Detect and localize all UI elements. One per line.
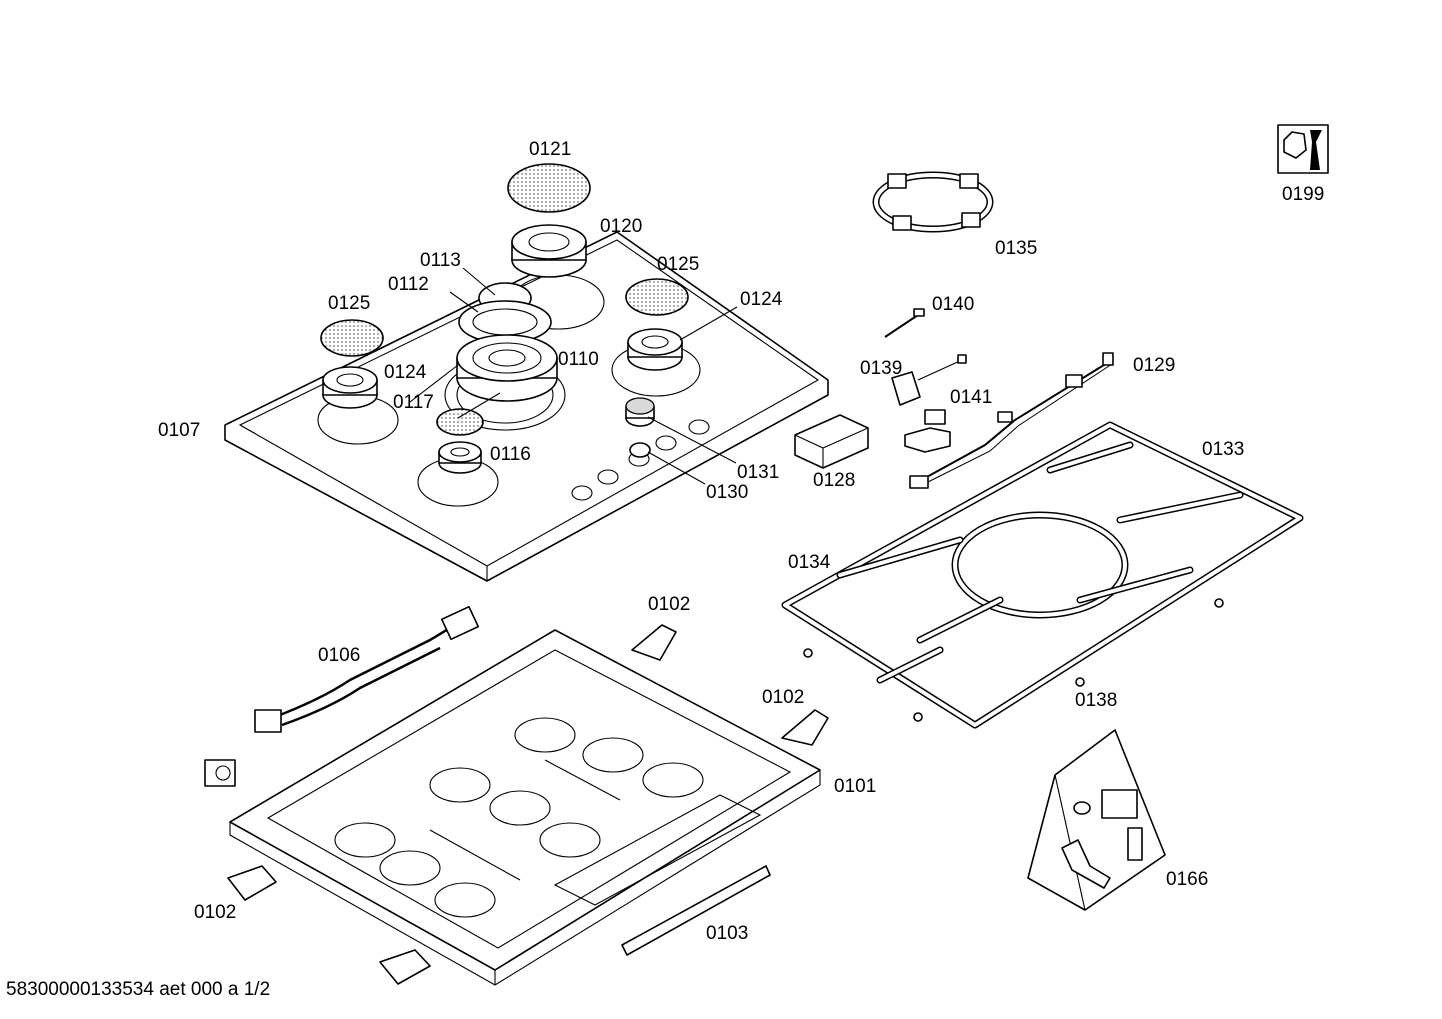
label-0112: 0112: [388, 274, 429, 295]
label-0133: 0133: [1202, 439, 1244, 460]
label-0121: 0121: [529, 139, 571, 160]
label-0103: 0103: [706, 923, 748, 944]
label-0129: 0129: [1133, 355, 1175, 376]
hob-top-plate: [224, 231, 829, 582]
label-0102-top: 0102: [648, 594, 690, 615]
label-0106: 0106: [318, 645, 360, 666]
burner-cap-small: [436, 408, 484, 436]
burner-cap-right: [625, 278, 689, 316]
rubber-feet: [803, 598, 1224, 722]
cable-clamp: [204, 759, 236, 787]
label-0140: 0140: [932, 294, 974, 315]
label-0139: 0139: [860, 358, 902, 379]
label-0110: 0110: [558, 349, 599, 370]
label-0130: 0130: [706, 482, 748, 503]
control-module: [794, 414, 869, 469]
burner-wok: [456, 300, 558, 402]
label-0124-right: 0124: [740, 289, 783, 310]
burner-large: [511, 224, 587, 278]
wok-ring: [872, 171, 994, 233]
seal-strip: [621, 865, 771, 956]
label-0138: 0138: [1075, 690, 1117, 711]
burner-right: [627, 328, 683, 371]
label-0107: 0107: [158, 420, 200, 441]
label-0134: 0134: [788, 552, 831, 573]
burner-small: [438, 441, 482, 474]
document-footer: 58300000133534 aet 000 a 1/2: [6, 979, 271, 1000]
label-0113: 0113: [420, 250, 461, 271]
label-0120: 0120: [600, 216, 642, 237]
label-0135: 0135: [995, 238, 1037, 259]
label-0101: 0101: [834, 776, 876, 797]
label-0116: 0116: [490, 444, 531, 465]
leader-lines: [409, 267, 738, 485]
wiring-harness: [909, 352, 1114, 489]
thermocouple: [884, 308, 925, 338]
burner-cap-large: [507, 163, 591, 213]
wrench-icon: [1277, 124, 1329, 174]
igniter: [891, 354, 967, 406]
control-knob: [625, 397, 655, 427]
bottom-tray: [229, 629, 821, 986]
fixing-clips: [227, 624, 829, 985]
label-0102-right: 0102: [762, 687, 804, 708]
knob-ring: [629, 442, 651, 458]
label-0117: 0117: [393, 392, 434, 413]
burner-left: [322, 366, 378, 409]
label-0125-left: 0125: [328, 293, 370, 314]
power-cable: [254, 605, 480, 733]
label-0102-bottom: 0102: [194, 902, 236, 923]
part-labels: 0121 0120 0113 0112 0125 0125 0124 0110 …: [158, 139, 1324, 944]
conversion-kit-bag: [1027, 729, 1166, 911]
pan-support-grate: [781, 421, 1304, 729]
bracket: [904, 409, 951, 453]
label-0128: 0128: [813, 470, 855, 491]
label-0131: 0131: [737, 462, 779, 483]
label-0166: 0166: [1166, 869, 1208, 890]
burner-cap-left: [320, 319, 384, 357]
label-0124-left: 0124: [384, 362, 427, 383]
label-0199: 0199: [1282, 184, 1324, 205]
label-0141: 0141: [950, 387, 992, 408]
label-0125-right: 0125: [657, 254, 699, 275]
